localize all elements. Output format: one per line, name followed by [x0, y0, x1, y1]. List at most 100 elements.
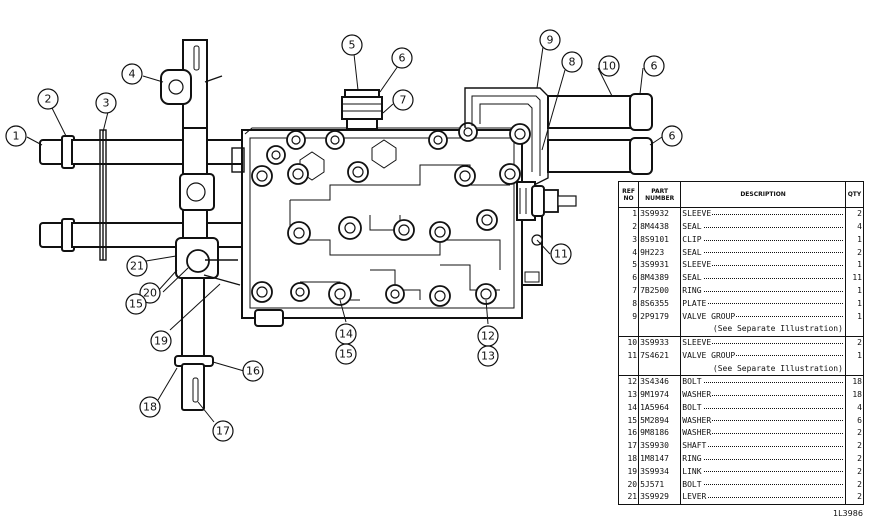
description-cell: VALVE GROUP: [680, 310, 846, 323]
description-cell: LINK: [680, 465, 846, 479]
description-text: VALVE GROUP: [682, 350, 737, 360]
description-cell: CLIP: [680, 233, 846, 247]
callout-6-right-upper-label: 6: [651, 60, 658, 73]
qty-cell: 2: [844, 427, 865, 440]
qty-cell: 1: [844, 233, 865, 247]
callout-11-label: 11: [554, 248, 568, 261]
qty-cell: 4: [844, 220, 865, 234]
description-text: SLEEVE: [682, 260, 713, 270]
part-number-cell: [638, 322, 682, 337]
part-number-cell: 5M2894: [638, 414, 682, 428]
callout-12-label: 12: [481, 330, 495, 343]
qty-cell: 6: [844, 414, 865, 428]
callout-12: 12: [477, 325, 499, 347]
ref-no-cell: 15: [617, 414, 640, 428]
leader-dots: [683, 252, 843, 254]
leader-dots: [683, 226, 843, 228]
callout-2-label: 2: [45, 93, 52, 106]
callout-8: 8: [561, 51, 583, 73]
description-text: SEAL: [682, 247, 703, 257]
callout-15-left: 15: [125, 293, 147, 315]
qty-cell: 1: [844, 310, 865, 323]
top-sleeve-assembly: [341, 89, 383, 130]
part-number-cell: 7B2500: [638, 284, 682, 298]
description-cell: VALVE GROUP: [680, 349, 846, 363]
ref-no-cell: 2: [617, 220, 640, 234]
ref-no-cell: [617, 362, 640, 376]
callout-7: 7: [392, 89, 414, 111]
callout-13: 13: [477, 345, 499, 367]
part-number-cell: 3S9929: [638, 490, 682, 505]
description-text: PLATE: [682, 298, 708, 308]
part-number-cell: 1A5964: [638, 401, 682, 415]
description-cell: BOLT: [680, 375, 846, 389]
callout-15-bottom-label: 15: [339, 348, 353, 361]
description-text: SHAFT: [682, 441, 708, 451]
description-text: CLIP: [682, 234, 703, 244]
description-cell: SLEEVE: [680, 335, 846, 350]
qty-cell: 2: [844, 246, 865, 260]
part-number-cell: 9M1974: [638, 388, 682, 402]
callout-21-label: 21: [130, 260, 144, 273]
description-cell: SEAL: [680, 220, 846, 234]
left-sleeve-assembly: [39, 129, 243, 261]
description-text: SEAL: [682, 273, 703, 283]
qty-cell: 2: [844, 490, 865, 505]
qty-cell: 18: [844, 375, 865, 389]
callout-17-label: 17: [216, 425, 230, 438]
description-text: WASHER: [682, 390, 713, 400]
qty-cell: 2: [844, 335, 865, 350]
description-text: VALVE GROUP: [682, 311, 737, 321]
part-number-cell: 3S9934: [638, 465, 682, 479]
leader-dots: [683, 407, 843, 409]
qty-cell: [844, 322, 865, 337]
callout-18-label: 18: [143, 401, 157, 414]
leader-dots: [683, 433, 843, 435]
part-number-cell: 3S9931: [638, 259, 682, 272]
description-cell: WASHER: [680, 427, 846, 440]
description-text: WASHER: [682, 428, 713, 438]
description-cell: WASHER: [680, 414, 846, 428]
callout-6-top: 6: [391, 47, 413, 69]
callout-2: 2: [37, 88, 59, 110]
ref-no-cell: 12: [617, 375, 640, 389]
callout-15-bottom: 15: [335, 343, 357, 365]
leader-dots: [683, 239, 843, 241]
callout-4: 4: [121, 63, 143, 85]
ref-no-cell: 3: [617, 233, 640, 247]
description-cell: RING: [680, 452, 846, 466]
description-text: SLEEVE: [682, 209, 713, 219]
part-number-cell: [638, 362, 682, 376]
callout-5: 5: [341, 34, 363, 56]
callout-19-label: 19: [154, 335, 168, 348]
description-text: RING: [682, 285, 703, 295]
ref-no-cell: 11: [617, 349, 640, 363]
description-cell: SHAFT: [680, 439, 846, 453]
description-text: LEVER: [682, 492, 708, 502]
description-text: LINK: [682, 466, 703, 476]
ref-no-cell: [617, 322, 640, 337]
callout-6-right-lower: 6: [661, 125, 683, 147]
qty-cell: 1: [844, 259, 865, 272]
description-cell: WASHER: [680, 388, 846, 402]
leader-dots: [683, 484, 843, 486]
qty-cell: 2: [844, 207, 865, 221]
leader-dots: [683, 458, 843, 460]
ref-no-cell: 7: [617, 284, 640, 298]
ref-no-cell: 6: [617, 271, 640, 285]
ref-no-cell: 1: [617, 207, 640, 221]
leader-dots: [683, 277, 843, 279]
